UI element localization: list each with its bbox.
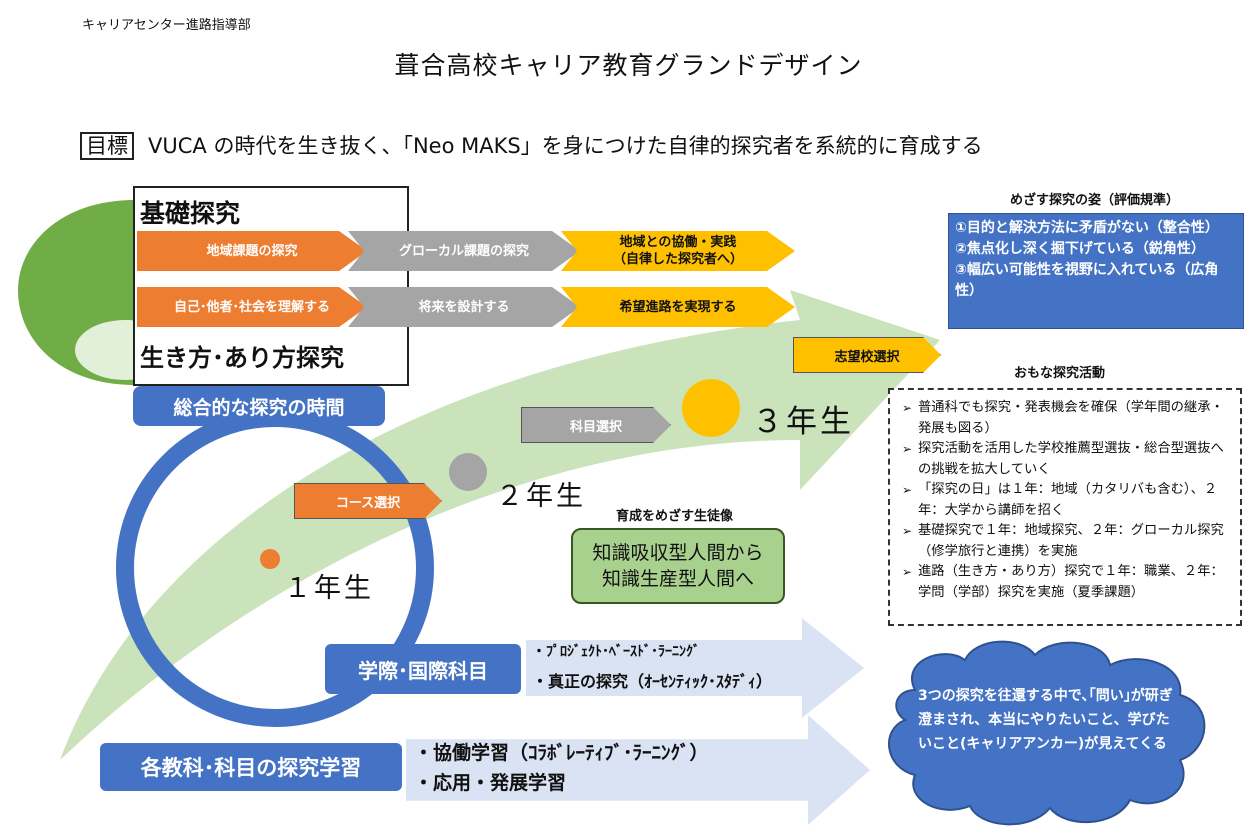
evaluation-line-3: ③幅広い可能性を視野に入れている（広角性） [955,262,1219,299]
kiso-title: 基礎探究 [140,199,241,228]
student-image-line1: 知識吸収型人間から [592,542,764,564]
chevron-chiiki: 地域課題の探究 [137,231,367,271]
activities-box: 普通科でも探究・発表機会を確保（学年間の継承・発展も図る） 探究活動を活用した学… [888,388,1242,626]
activity-item: 「探究の日」は１年：地域（カタリバも含む）、２年：大学から講師を招く [902,480,1234,521]
ikikata-title: 生き方･あり方探究 [140,344,344,372]
goal-statement: 目標 VUCA の時代を生き抜く、「Neo MAKS」を身につけた自律的探究者を系… [80,130,983,160]
goal-tag: 目標 [80,132,134,160]
activity-item: 基礎探究で１年：地域探究、２年：グローカル探究（修学旅行と連携）を実施 [902,521,1234,562]
activity-item: 普通科でも探究・発表機会を確保（学年間の継承・発展も図る） [902,398,1234,439]
activity-item: 進路（生き方・あり方）探究で１年：職業、２年：学問（学部）探究を実施（夏季課題） [902,562,1234,603]
grade3-dot [682,379,740,437]
grade-3: ３年生 [752,404,854,440]
page-title: 葺合高校キャリア教育グランドデザイン [394,51,863,80]
student-image-line2: 知識生産型人間へ [601,568,754,590]
gakusai-item-2: ・真正の探究（ｵｰｾﾝﾃｨｯｸ･ｽﾀﾃﾞｨ） [532,672,773,691]
chevron-kibo: 希望進路を実現する [561,287,795,327]
evaluation-line-2: ②焦点化し深く掘下げている（鋭角性） [955,241,1205,257]
cloud-shape [888,640,1206,826]
activity-item: 探究活動を活用した学校推薦型選抜・総合型選抜への挑戦を拡大していく [902,439,1234,480]
activities-label: おもな探究活動 [1014,366,1106,381]
grade1-dot [260,549,280,569]
gakusai-item-1: ・ﾌﾟﾛｼﾞｪｸﾄ･ﾍﾞｰｽﾄﾞ･ﾗｰﾆﾝｸﾞ [532,644,700,660]
chevron-glocal: グローカル課題の探究 [348,231,580,271]
kakukyouka-label: 各教科･科目の探究学習 [100,743,402,791]
grade-1: １年生 [284,573,374,604]
kakukyouka-item-2: ・応用・発展学習 [414,772,567,794]
goal-text: VUCA の時代を生き抜く、「Neo MAKS」を身につけた自律的探究者を系統的… [148,134,983,158]
sogo-label: 総合的な探究の時間 [133,386,385,426]
chevron-shorai: 将来を設計する [348,287,580,327]
evaluation-label: めざす探究の姿（評価規準） [1010,193,1180,208]
department-label: キャリアセンター進路指導部 [82,18,251,33]
evaluation-line-1: ①目的と解決方法に矛盾がない（整合性） [955,220,1219,236]
gakusai-label: 学際･国際科目 [325,644,521,694]
kakukyouka-item-1: ・協働学習（ｺﾗﾎﾞﾚｰﾃｨﾌﾞ･ﾗｰﾆﾝｸﾞ） [414,742,709,764]
chevron-jiko: 自己･他者･社会を理解する [137,287,367,327]
school-select-tag: 志望校選択 [793,337,941,373]
chevron-kyodo: 地域との協働・実践 （自律した探究者へ） [561,231,795,271]
course-select-tag: コース選択 [294,483,442,519]
student-image-box: 知識吸収型人間から 知識生産型人間へ [571,528,785,604]
grade-2: ２年生 [496,481,586,512]
evaluation-box: ①目的と解決方法に矛盾がない（整合性） ②焦点化し深く掘下げている（鋭角性） ③… [948,213,1244,329]
kiso-box [133,186,409,386]
grade2-dot [449,453,487,491]
cloud-text: 3つの探究を往還する中で､｢問い｣が研ぎ澄まされ、本当にやりたいこと、学びたいこ… [918,688,1173,752]
subject-select-tag: 科目選択 [521,407,671,443]
student-image-label: 育成をめざす生徒像 [616,509,734,524]
